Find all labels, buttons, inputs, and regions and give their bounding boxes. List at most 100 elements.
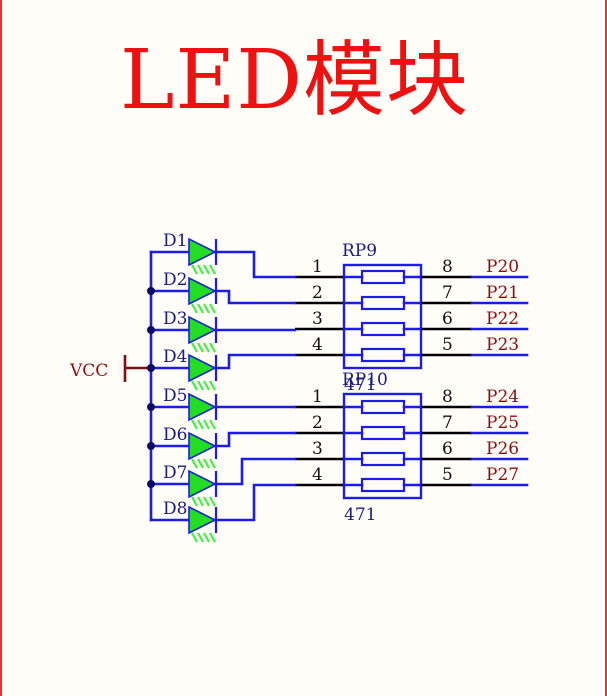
led-ref-label: D5: [163, 386, 187, 406]
page-title: LED模块: [120, 33, 470, 128]
net-label: P22: [486, 309, 519, 329]
network-body: [342, 263, 423, 370]
led-triangle-icon: [188, 505, 217, 535]
led-light-ray: [197, 419, 204, 430]
led-light-ray: [203, 303, 210, 314]
left-pin-number: 1: [312, 387, 323, 407]
network-resistor: 2 7 P21: [295, 283, 529, 311]
led-light-ray: [197, 264, 204, 275]
net-label: P25: [486, 413, 519, 433]
resistor-icon: [360, 347, 406, 363]
cathode-wire-1: [214, 250, 297, 279]
right-pin-number: 6: [442, 309, 453, 329]
cathode-wire-6: [214, 431, 297, 448]
led-light-ray: [209, 380, 216, 391]
left-pin-number: 1: [312, 257, 323, 277]
resistor-icon: [360, 399, 406, 415]
junction-dot: [147, 287, 155, 295]
left-pin-number: 4: [312, 465, 323, 485]
right-pin-number: 8: [442, 387, 453, 407]
junction-dot: [147, 364, 155, 372]
led-triangle-icon: [188, 392, 217, 422]
network-ref-label: RP10: [342, 370, 388, 390]
left-pin-number: 4: [312, 335, 323, 355]
led-light-ray: [197, 342, 204, 353]
right-pin-number: 5: [442, 465, 453, 485]
led-light-ray: [191, 458, 198, 469]
junction-dot: [147, 480, 155, 488]
network-value-label: 471: [344, 505, 376, 525]
cathode-wire-7: [214, 457, 297, 486]
led-light-ray: [203, 342, 210, 353]
left-pin-number: 3: [312, 439, 323, 459]
led-light-ray: [209, 264, 216, 275]
resistor-icon: [360, 321, 406, 337]
junction-dot: [147, 403, 155, 411]
led-light-ray: [197, 380, 204, 391]
led-ref-label: D1: [163, 231, 187, 251]
led-light-ray: [197, 532, 204, 543]
led-light-ray: [191, 264, 198, 275]
cathode-wire-2: [214, 289, 297, 305]
net-label: P24: [486, 387, 519, 407]
resistor-icon: [360, 269, 406, 285]
cathode-wire-4: [214, 353, 297, 370]
led-ref-label: D3: [163, 309, 187, 329]
net-label: P21: [486, 283, 519, 303]
network-ref-label: RP9: [342, 241, 377, 261]
led-ref-label: D6: [163, 425, 187, 445]
led-light-ray: [203, 264, 210, 275]
led-triangle-icon: [188, 431, 217, 461]
right-pin-number: 7: [442, 283, 453, 303]
led-light-ray: [209, 419, 216, 430]
led-light-ray: [197, 496, 204, 507]
led-triangle-icon: [188, 469, 217, 499]
led-5: D5: [147, 386, 218, 430]
vcc-rail: VCC: [69, 250, 153, 522]
network-value-label: 471: [344, 375, 376, 395]
right-pin-number: 8: [442, 257, 453, 277]
network-resistor: 3 6 P26: [295, 439, 529, 467]
led-light-ray: [191, 342, 198, 353]
network-resistor: 3 6 P22: [295, 309, 529, 337]
led-8: D8: [149, 499, 218, 543]
led-light-ray: [197, 303, 204, 314]
left-pin-number: 2: [312, 413, 323, 433]
net-label: P26: [486, 439, 519, 459]
resistor-icon: [360, 451, 406, 467]
led-light-ray: [191, 380, 198, 391]
led-ref-label: D7: [163, 463, 187, 483]
led-light-ray: [191, 303, 198, 314]
led-light-ray: [203, 458, 210, 469]
led-2: D2: [147, 270, 218, 314]
network-resistor: 4 5 P27: [295, 465, 529, 493]
led-7: D7: [147, 463, 218, 507]
right-pin-number: 6: [442, 439, 453, 459]
led-1: D1: [149, 231, 218, 275]
left-pin-number: 3: [312, 309, 323, 329]
led-6: D6: [147, 425, 218, 469]
led-triangle-icon: [188, 353, 217, 383]
resistor-icon: [360, 295, 406, 311]
led-light-ray: [191, 532, 198, 543]
resistor-icon: [360, 425, 406, 441]
led-light-ray: [209, 458, 216, 469]
led-light-ray: [209, 303, 216, 314]
led-triangle-icon: [188, 237, 217, 267]
right-pin-number: 7: [442, 413, 453, 433]
led-4: D4: [147, 347, 218, 391]
right-pin-number: 5: [442, 335, 453, 355]
network-resistor: 1 8 P24: [295, 387, 529, 415]
net-label: P27: [486, 465, 519, 485]
network-resistor: 2 7 P25: [295, 413, 529, 441]
network-body: [342, 392, 423, 500]
left-pin-number: 2: [312, 283, 323, 303]
